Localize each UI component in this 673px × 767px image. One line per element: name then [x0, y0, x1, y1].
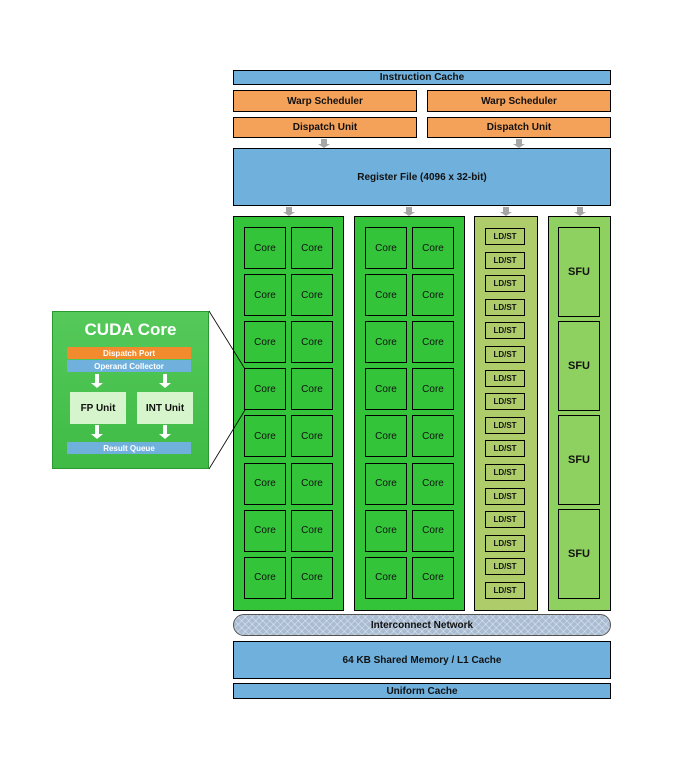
- sfu-unit: SFU: [558, 321, 600, 411]
- dispatch-unit-2: Dispatch Unit: [427, 117, 611, 138]
- ldst-unit: LD/ST: [485, 298, 525, 316]
- core: Core: [365, 462, 407, 505]
- core: Core: [244, 321, 286, 364]
- arrow-down-icon: [159, 374, 171, 388]
- core: Core: [365, 321, 407, 364]
- core: Core: [412, 368, 454, 411]
- result-queue: Result Queue: [67, 442, 191, 454]
- cuda-core-detail: CUDA Core Dispatch Port Operand Collecto…: [52, 311, 209, 469]
- ldst-unit: LD/ST: [485, 464, 525, 481]
- core: Core: [244, 227, 286, 269]
- operand-collector: Operand Collector: [67, 360, 191, 372]
- core: Core: [291, 462, 333, 505]
- core: Core: [412, 321, 454, 364]
- ldst-unit: LD/ST: [485, 275, 525, 293]
- core: Core: [412, 462, 454, 505]
- sfu-unit: SFU: [558, 415, 600, 505]
- ldst-unit: LD/ST: [485, 558, 525, 576]
- ldst-unit: LD/ST: [485, 440, 525, 458]
- instruction-cache: Instruction Cache: [233, 70, 611, 85]
- core: Core: [365, 509, 407, 552]
- core: Core: [291, 509, 333, 552]
- arrow-down-icon: [318, 139, 330, 148]
- core: Core: [291, 556, 333, 599]
- core: Core: [365, 368, 407, 411]
- interconnect-network: Interconnect Network: [233, 614, 611, 636]
- core: Core: [365, 274, 407, 317]
- core: Core: [244, 274, 286, 317]
- ldst-unit: LD/ST: [485, 369, 525, 387]
- fp-unit: FP Unit: [70, 392, 126, 424]
- arrow-down-icon: [283, 207, 295, 216]
- arrow-down-icon: [513, 139, 525, 148]
- callout-line-bottom: [208, 409, 246, 470]
- ldst-unit: LD/ST: [485, 511, 525, 529]
- core: Core: [244, 509, 286, 552]
- core: Core: [365, 415, 407, 458]
- core: Core: [244, 556, 286, 599]
- core: Core: [412, 556, 454, 599]
- core: Core: [291, 227, 333, 269]
- sfu-unit: SFU: [558, 227, 600, 317]
- core: Core: [291, 274, 333, 317]
- sfu-unit: SFU: [558, 509, 600, 599]
- core: Core: [365, 556, 407, 599]
- ldst-unit: LD/ST: [485, 228, 525, 245]
- ldst-unit: LD/ST: [485, 582, 525, 599]
- core: Core: [291, 415, 333, 458]
- arrow-down-icon: [91, 425, 103, 439]
- ldst-unit: LD/ST: [485, 534, 525, 552]
- core: Core: [412, 274, 454, 317]
- callout-line-top: [208, 310, 246, 370]
- ldst-unit: LD/ST: [485, 393, 525, 411]
- core: Core: [244, 462, 286, 505]
- shared-memory-l1-cache: 64 KB Shared Memory / L1 Cache: [233, 641, 611, 679]
- arrow-down-icon: [159, 425, 171, 439]
- ldst-unit: LD/ST: [485, 416, 525, 434]
- ldst-unit: LD/ST: [485, 487, 525, 505]
- ldst-unit: LD/ST: [485, 322, 525, 340]
- core: Core: [412, 415, 454, 458]
- core: Core: [244, 368, 286, 411]
- cuda-core-title: CUDA Core: [84, 320, 177, 339]
- arrow-down-icon: [500, 207, 512, 216]
- core: Core: [365, 227, 407, 269]
- core: Core: [412, 509, 454, 552]
- arrow-down-icon: [91, 374, 103, 388]
- register-file: Register File (4096 x 32-bit): [233, 148, 611, 206]
- warp-scheduler-2: Warp Scheduler: [427, 90, 611, 112]
- core: Core: [412, 227, 454, 269]
- core: Core: [244, 415, 286, 458]
- dispatch-port: Dispatch Port: [67, 347, 191, 359]
- dispatch-unit-1: Dispatch Unit: [233, 117, 417, 138]
- uniform-cache: Uniform Cache: [233, 683, 611, 699]
- core: Core: [291, 368, 333, 411]
- ldst-unit: LD/ST: [485, 251, 525, 269]
- ldst-unit: LD/ST: [485, 346, 525, 363]
- int-unit: INT Unit: [137, 392, 193, 424]
- arrow-down-icon: [403, 207, 415, 216]
- arrow-down-icon: [574, 207, 586, 216]
- core: Core: [291, 321, 333, 364]
- warp-scheduler-1: Warp Scheduler: [233, 90, 417, 112]
